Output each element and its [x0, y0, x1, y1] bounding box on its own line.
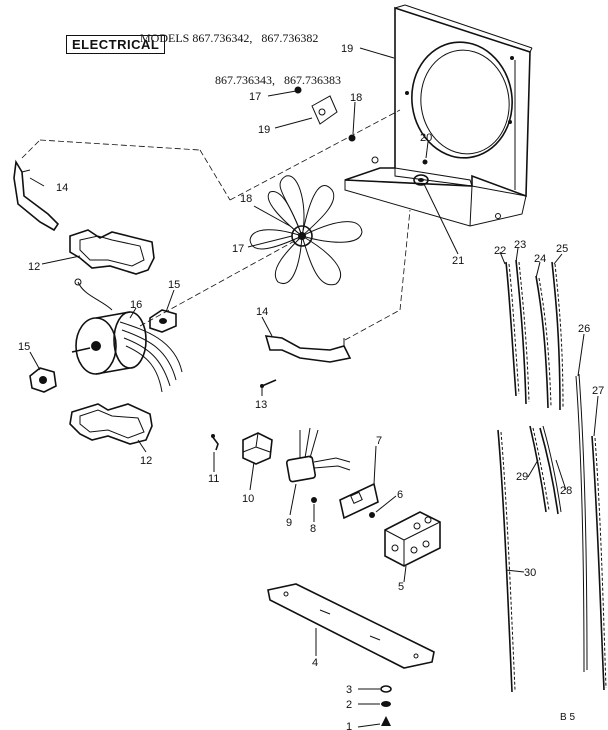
callout-12-lower: 12: [140, 455, 152, 467]
callout-5: 5: [398, 581, 404, 593]
callout-32: 29: [516, 471, 528, 483]
leader-lines: [29, 47, 599, 728]
motor-bracket-part-19: [311, 95, 338, 125]
wire-part-29: [575, 373, 588, 673]
receptacle-part-10: [242, 432, 273, 465]
callout-27: 24: [534, 253, 546, 265]
callout-33: 30: [524, 567, 536, 579]
callout-30: 27: [592, 385, 604, 397]
wire-part-28: [551, 261, 564, 411]
callout-29: 26: [578, 323, 590, 335]
callout-16: 16: [130, 299, 142, 311]
callout-17: 17: [232, 243, 244, 255]
mounting-bracket-part-14-lower: [264, 209, 411, 363]
wire-part-30: [591, 435, 607, 691]
callout-2: 2: [346, 699, 352, 711]
callout-14-lower: 14: [256, 306, 268, 318]
grommet-part-15-left: [29, 367, 57, 393]
base-plate-part-4: [267, 583, 435, 669]
clip-part-24: [413, 174, 429, 186]
section-label: ELECTRICAL: [66, 35, 166, 54]
callout-12-upper: 12: [28, 261, 40, 273]
screw-part-20: [294, 86, 302, 94]
callout-6: 6: [397, 489, 403, 501]
callout-22: 19: [341, 43, 353, 55]
callout-31: 28: [560, 485, 572, 497]
screw-part-23: [422, 159, 428, 165]
callout-24: 21: [452, 255, 464, 267]
grommet-part-15-right: [149, 309, 177, 333]
callout-21: 18: [350, 92, 362, 104]
fan-blade-part-18: [249, 175, 363, 286]
callout-20: 17: [249, 91, 261, 103]
callout-7: 7: [376, 435, 382, 447]
models-line-1: MODELS 867.736342, 867.736382: [140, 31, 319, 45]
callout-28: 25: [556, 243, 568, 255]
callout-25: 22: [494, 245, 506, 257]
callout-4: 4: [312, 657, 318, 669]
callout-23: 20: [420, 132, 432, 144]
switch-part-9: [285, 427, 351, 483]
washer-part-3: [380, 685, 392, 693]
models-header: MODELS 867.736342, 867.736382 867.736343…: [140, 3, 341, 115]
mounting-bracket-part-14-upper: [13, 109, 401, 232]
wire-part-32: [529, 425, 550, 513]
callout-10: 10: [242, 493, 254, 505]
callout-9: 9: [286, 517, 292, 529]
callout-15-left: 15: [18, 341, 30, 353]
wire-part-27: [535, 275, 552, 409]
callout-11: 11: [208, 473, 219, 485]
page-code: B 5: [560, 712, 576, 723]
fan-shroud-part-22: [344, 4, 533, 227]
wire-part-33: [497, 429, 516, 693]
models-line-2: 867.736343, 867.736383: [215, 73, 341, 87]
nut-part-2: [381, 701, 391, 707]
callout-18: 18: [240, 193, 252, 205]
callout-8: 8: [310, 523, 316, 535]
callout-labels: 19 17 18 19 20 21 18 17 14 12 16 15 15 1…: [18, 43, 604, 730]
callout-13: 13: [255, 399, 267, 411]
gasket-part-12-upper: [69, 229, 155, 275]
gasket-part-12-lower: [69, 403, 153, 445]
screw-part-11: [211, 434, 219, 451]
screw-part-13: [260, 379, 277, 388]
callout-15-right: 15: [168, 279, 180, 291]
screw-part-8: [311, 497, 317, 503]
callout-19: 19: [258, 124, 270, 136]
junction-box-part-5: [384, 511, 441, 567]
plate-part-7: [339, 482, 379, 520]
wire-part-25: [505, 261, 520, 397]
callout-1: 1: [346, 721, 352, 730]
wire-part-31: [539, 425, 562, 515]
screw-part-6: [369, 512, 375, 518]
callout-26: 23: [514, 239, 526, 251]
callout-3: 3: [346, 684, 352, 696]
callout-14-upper: 14: [56, 182, 68, 194]
bolt-part-1: [381, 716, 391, 726]
wire-part-26: [515, 259, 530, 405]
